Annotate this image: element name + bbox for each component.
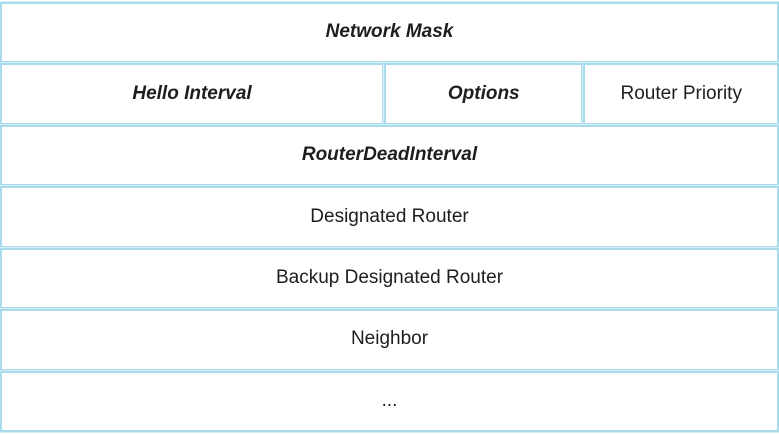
- field-router-dead-interval: RouterDeadInterval: [0, 124, 779, 187]
- row-hello-options-priority: Hello Interval Options Router Priority: [0, 63, 779, 125]
- field-router-priority: Router Priority: [583, 63, 779, 125]
- field-network-mask: Network Mask: [0, 2, 779, 64]
- row-ellipsis: ...: [0, 370, 779, 432]
- field-hello-interval: Hello Interval: [0, 63, 385, 125]
- field-options: Options: [384, 63, 584, 125]
- row-backup-designated-router: Backup Designated Router: [0, 247, 779, 310]
- field-ellipsis: ...: [0, 370, 779, 432]
- row-network-mask: Network Mask: [0, 2, 779, 64]
- row-router-dead-interval: RouterDeadInterval: [0, 124, 779, 187]
- field-backup-designated-router: Backup Designated Router: [0, 247, 779, 310]
- row-neighbor: Neighbor: [0, 309, 779, 371]
- row-designated-router: Designated Router: [0, 186, 779, 248]
- field-neighbor: Neighbor: [0, 309, 779, 371]
- field-designated-router: Designated Router: [0, 186, 779, 248]
